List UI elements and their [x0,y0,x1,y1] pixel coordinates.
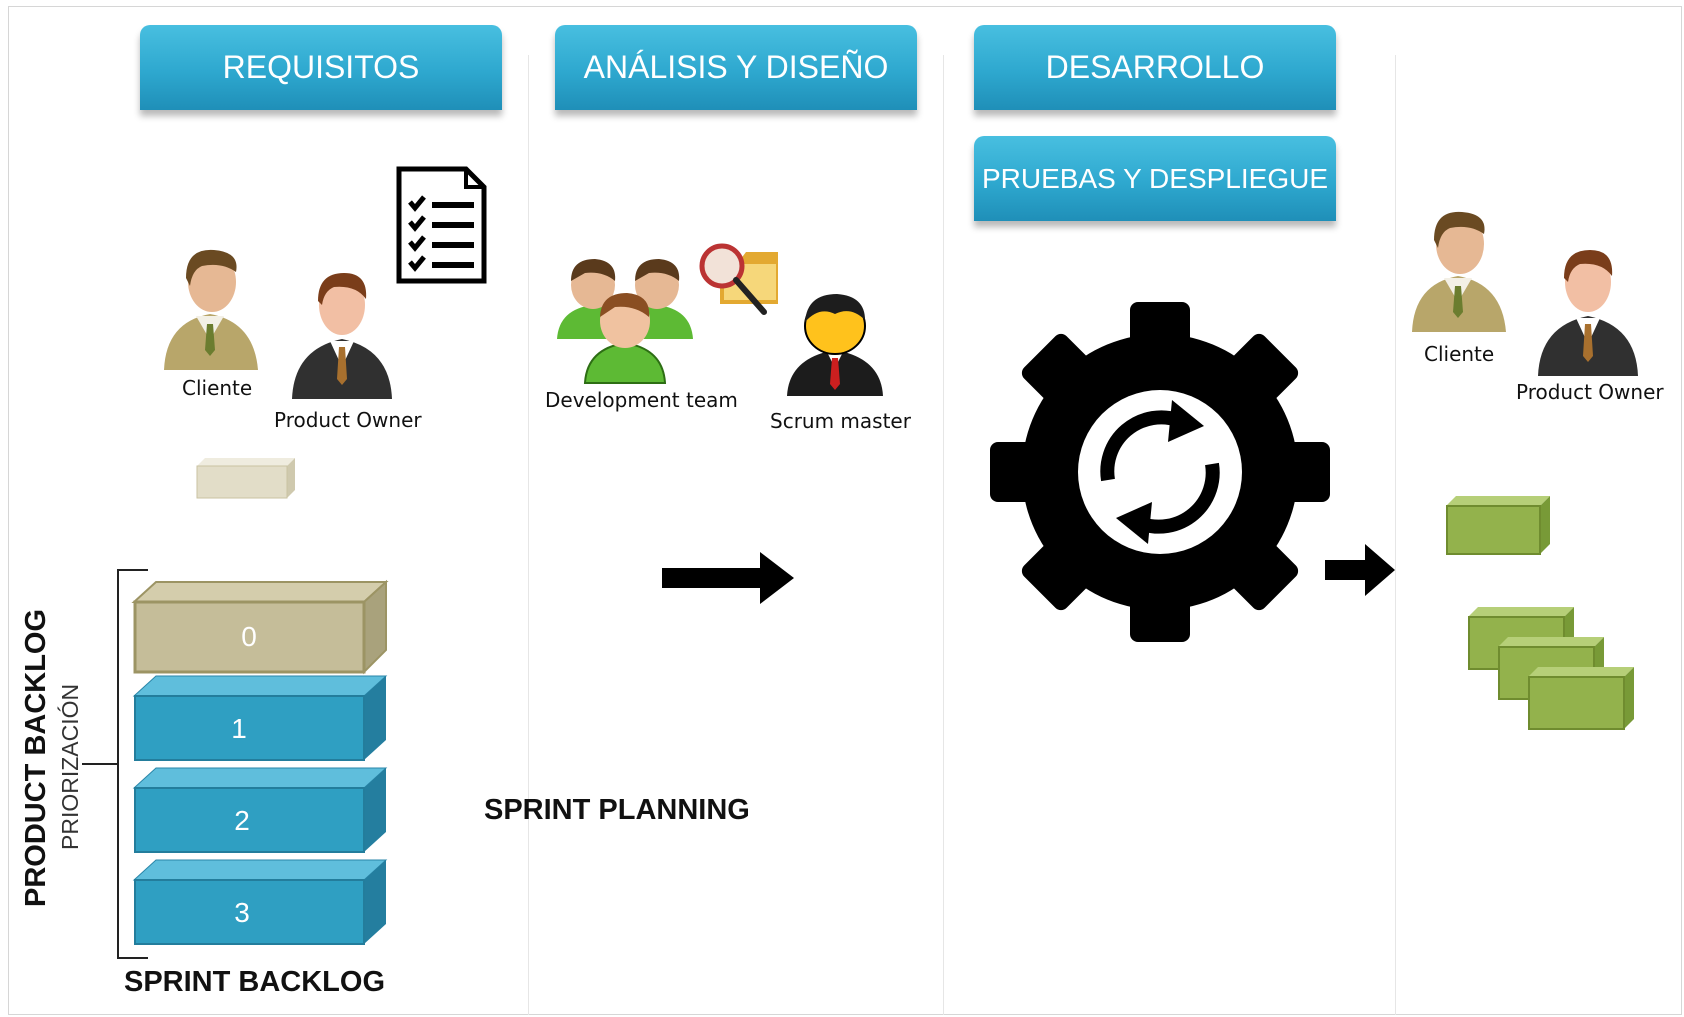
phase-requisitos: REQUISITOS [140,25,502,110]
priorizacion-label: PRIORIZACIÓN [57,683,83,850]
development-team-icon [557,259,693,384]
development-team-label: Development team [545,388,738,412]
backlog-bracket [82,569,148,959]
column-divider [1395,55,1396,1015]
folder-search-icon [699,243,778,315]
arrow-right-icon [1325,544,1395,596]
increment-block-icon [1446,496,1550,555]
phase-analisis-diseno: ANÁLISIS Y DISEÑO [555,25,917,110]
refresh-icon [1100,400,1220,544]
product-backlog-label: PRODUCT BACKLOG [20,608,52,907]
backlog-item-3-label: 3 [234,897,250,928]
scrum-master-avatar-icon [787,294,883,396]
backlog-item-1-label: 1 [231,713,247,744]
cliente-avatar-icon [1412,211,1506,332]
phase-pruebas-despliegue: PRUEBAS Y DESPLIEGUE [974,136,1336,221]
product-owner-label: Product Owner [274,408,422,432]
product-owner-label: Product Owner [1516,380,1664,404]
phase-desarrollo: DESARROLLO [974,25,1336,110]
backlog-stack: 0 1 2 3 [131,579,389,945]
column-divider [943,55,944,1015]
sprint-backlog-label: SPRINT BACKLOG [124,966,385,998]
sprint-planning-label: SPRINT PLANNING [484,794,750,826]
checklist-icon [396,166,487,284]
cliente-label: Cliente [182,376,253,400]
backlog-item-0-label: 0 [241,621,257,652]
backlog-item-2: 2 [132,767,388,853]
arrow-right-icon [662,552,794,604]
backlog-item-0: 0 [131,579,389,675]
scrum-master-label: Scrum master [770,409,911,433]
cliente-label: Cliente [1424,342,1495,366]
diagram-frame [8,6,1682,1015]
product-owner-avatar-icon [292,273,392,399]
product-owner-avatar-icon [1538,250,1638,376]
column-divider [528,55,529,1015]
backlog-item-3: 3 [132,859,388,945]
requirement-block-icon [196,458,295,499]
backlog-item-2-label: 2 [234,805,250,836]
cliente-avatar-icon [164,249,258,370]
increment-block-icon [1528,667,1634,730]
gear-icon [990,302,1330,642]
backlog-item-1: 1 [132,675,388,761]
